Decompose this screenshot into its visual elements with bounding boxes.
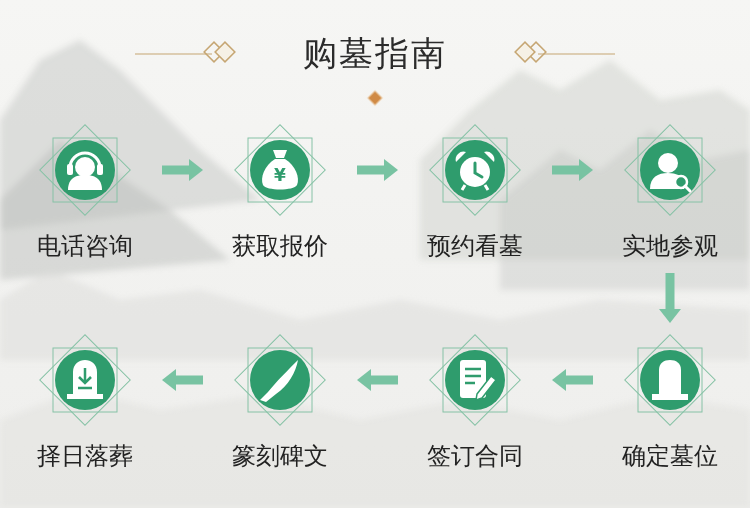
step-label: 确定墓位 [622, 441, 718, 471]
flow-arrow [552, 166, 579, 175]
burial-icon [67, 360, 103, 399]
icon-disc [250, 140, 310, 200]
step-label: 预约看墓 [427, 231, 523, 261]
icon-glyphs [67, 150, 690, 402]
icon-frame [625, 335, 716, 426]
money-bag-icon [262, 150, 298, 190]
step-node: 实地参观 [605, 125, 735, 261]
tombstone-icon [652, 360, 688, 400]
icon-disc [640, 140, 700, 200]
icon-disc [445, 140, 505, 200]
frame-square [235, 335, 326, 426]
step-label: 电话咨询 [37, 231, 133, 261]
icon-frame [430, 335, 521, 426]
mountains [0, 40, 750, 508]
step-label: 实地参观 [622, 231, 718, 261]
clock-icon [456, 152, 495, 190]
step-node: 择日落葬 [20, 335, 150, 471]
step-node: 确定墓位 [605, 335, 735, 471]
icon-frame [235, 125, 326, 216]
icon-disc [250, 350, 310, 410]
currency-sign: ¥ [270, 166, 290, 184]
title: 购墓指南 [0, 30, 750, 76]
flow-arrow [162, 166, 189, 175]
frame-square [235, 125, 326, 216]
icon-frame [430, 125, 521, 216]
frame-square [40, 335, 131, 426]
icon-frame [625, 125, 716, 216]
icon-frame [40, 335, 131, 426]
step-node: 获取报价 [215, 125, 345, 261]
headset-icon [67, 153, 103, 190]
icon-frame [235, 335, 326, 426]
frame-square [625, 125, 716, 216]
icon-disc [445, 350, 505, 410]
step-label: 签订合同 [427, 441, 523, 471]
carving-knife-icon [260, 360, 298, 402]
step-node: 电话咨询 [20, 125, 150, 261]
frame-square [40, 125, 131, 216]
contract-icon [460, 360, 496, 400]
icon-disc [55, 350, 115, 410]
flow-arrow [357, 166, 384, 175]
icon-disc [640, 350, 700, 410]
step-label: 篆刻碑文 [232, 441, 328, 471]
person-icon [650, 153, 690, 191]
frame-square [625, 335, 716, 426]
frame-square [430, 125, 521, 216]
step-node: 篆刻碑文 [215, 335, 345, 471]
icon-frame [40, 125, 131, 216]
icon-disc [55, 140, 115, 200]
flow-arrow [666, 273, 675, 309]
flow-arrow [176, 376, 203, 385]
frame-square [430, 335, 521, 426]
step-node: 预约看墓 [410, 125, 540, 261]
step-label: 择日落葬 [37, 441, 133, 471]
flow-arrow [566, 376, 593, 385]
step-node: 签订合同 [410, 335, 540, 471]
icon-frames [40, 125, 716, 426]
step-label: 获取报价 [232, 231, 328, 261]
flow-arrow [371, 376, 398, 385]
